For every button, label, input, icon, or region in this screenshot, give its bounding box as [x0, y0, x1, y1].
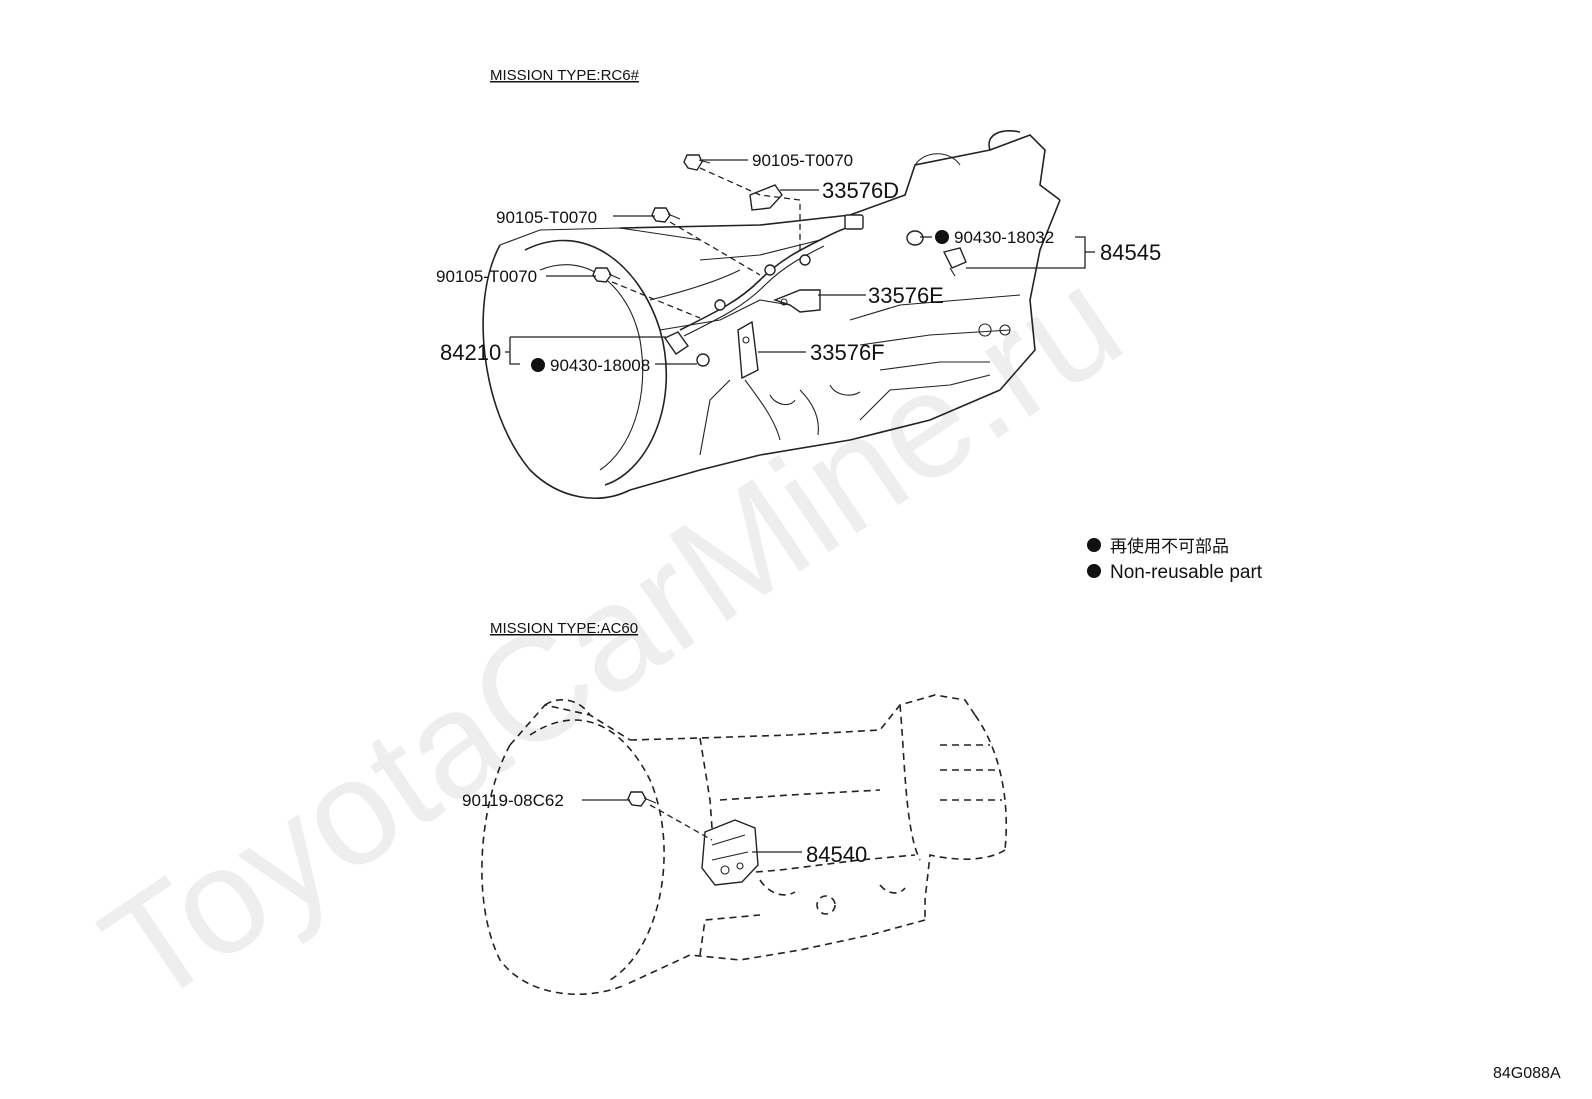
label-sensor-84210: 84210: [440, 340, 501, 365]
ac60-section-title: MISSION TYPE:AC60: [490, 620, 638, 637]
legend-text-en: Non-reusable part: [1110, 562, 1263, 583]
label-bolt-90119-08c62: 90119-08C62: [462, 791, 564, 810]
bracket-33576d: [749, 184, 783, 211]
legend-dot-2: [1087, 564, 1101, 578]
rc6-section-title: MISSION TYPE:RC6#: [490, 67, 640, 84]
speed-sensor-84545: [906, 230, 967, 277]
legend-text-jp: 再使用不可部品: [1110, 536, 1229, 557]
neutral-start-switch-84540: [701, 819, 759, 886]
legend: 再使用不可部品 Non-reusable part: [1087, 536, 1263, 583]
non-reusable-dot-right: [935, 230, 949, 244]
label-sensor-84545: 84545: [1100, 240, 1161, 265]
rc6-leaders: [505, 159, 1095, 365]
bolt-90119-08c62: [627, 791, 657, 807]
bolt-top: [683, 154, 711, 171]
label-bolt-mid: 90105-T0070: [496, 208, 597, 227]
bracket-33576f: [737, 320, 759, 380]
rc6-transmission-outline: [482, 130, 1061, 499]
label-bracket-33576f: 33576F: [810, 340, 885, 365]
speed-sensor-84210: [663, 331, 710, 367]
label-bolt-left: 90105-T0070: [436, 267, 537, 286]
ac60-leaders: [582, 799, 802, 853]
legend-dot-1: [1087, 538, 1101, 552]
label-switch-84540: 84540: [806, 842, 867, 867]
bolt-left: [592, 267, 621, 283]
label-gasket-90430-18008: 90430-18008: [550, 356, 650, 375]
bolt-mid: [651, 207, 681, 223]
figure-code: 84G088A: [1493, 1065, 1561, 1082]
label-bolt-top: 90105-T0070: [752, 151, 853, 170]
label-bracket-33576e: 33576E: [868, 283, 944, 308]
label-bracket-33576d: 33576D: [822, 178, 899, 203]
bracket-33576e: [772, 289, 821, 313]
non-reusable-dot-left: [531, 358, 545, 372]
label-gasket-90430-18032: 90430-18032: [954, 228, 1054, 247]
ac60-transmission-outline: [481, 694, 1008, 996]
